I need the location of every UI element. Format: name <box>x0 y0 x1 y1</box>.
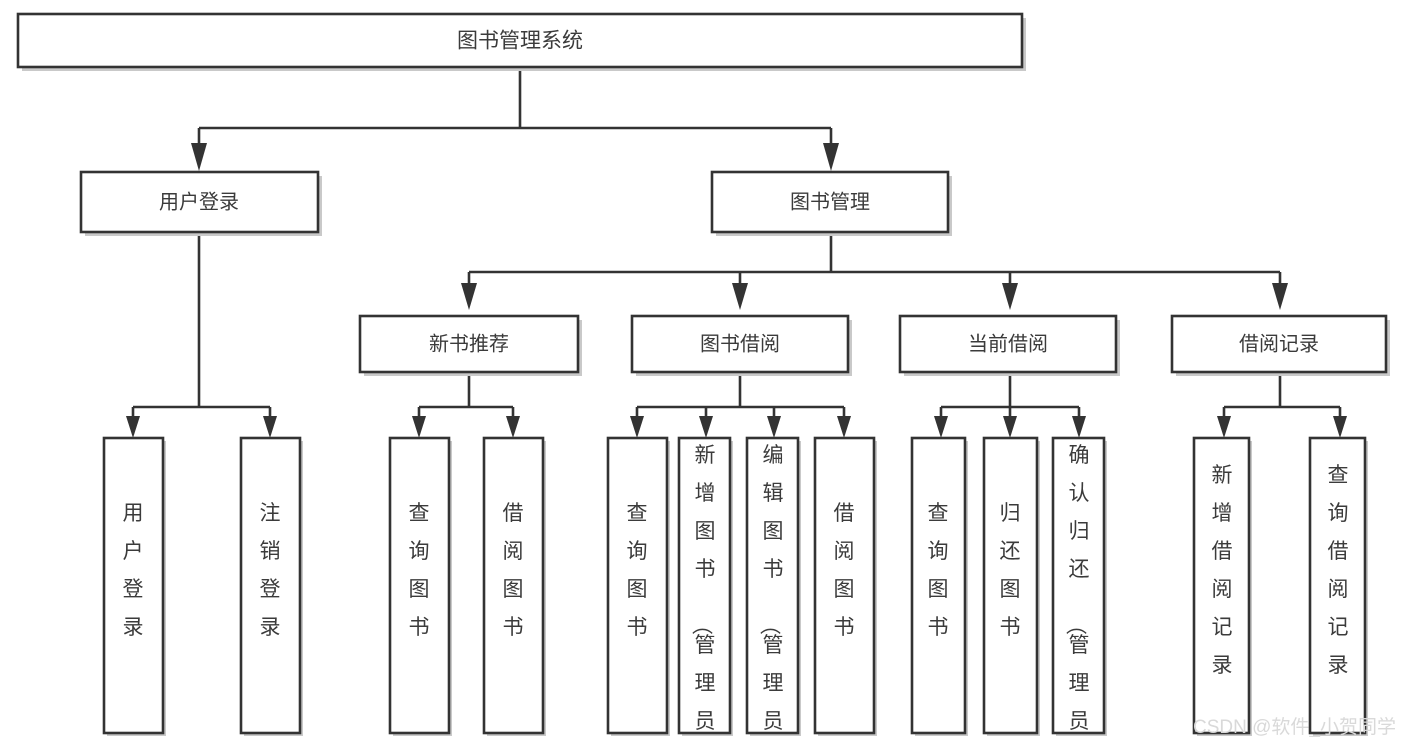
node-leaf-current-query[interactable]: 查询图书 <box>910 436 968 736</box>
node-leaf-newbook-query[interactable]: 查询图书 <box>388 436 452 736</box>
node-leaf-logout-box[interactable] <box>239 436 302 735</box>
node-level2-current-borrow-box[interactable] <box>898 314 1118 374</box>
arrowhead-book-mgmt-to-borrow <box>732 283 748 310</box>
node-leaf-current-query-label: 查询图书 <box>928 502 949 639</box>
node-leaf-current-query-box[interactable] <box>910 436 967 735</box>
arrowhead-root-to-user-login <box>191 143 207 171</box>
node-leaf-borrow-query-label: 查询图书 <box>627 502 648 639</box>
arrowhead-current-leaf-1 <box>934 416 948 438</box>
node-level2-borrow-records[interactable]: 借阅记录 <box>1170 314 1390 376</box>
node-leaf-newbook-query-label: 查询图书 <box>409 502 430 639</box>
node-level1-user-login-box[interactable] <box>79 170 320 234</box>
node-leaf-logout-label: 注销登录 <box>260 502 281 639</box>
node-leaf-newbook-borrow-label: 借阅图书 <box>503 502 524 639</box>
arrowhead-book-mgmt-to-current <box>1002 283 1018 310</box>
arrowhead-book-mgmt-to-newbook <box>461 283 477 310</box>
node-leaf-query-record-label: 查询借阅记录 <box>1328 464 1349 677</box>
node-level2-new-book-recommend[interactable]: 新书推荐 <box>358 314 582 376</box>
node-level1-book-mgmt[interactable]: 图书管理 <box>710 170 952 236</box>
node-leaf-add-record[interactable]: 新增借阅记录 <box>1192 436 1252 736</box>
arrowhead-borrow-leaf-2 <box>699 416 713 438</box>
node-level2-book-borrow-box[interactable] <box>630 314 850 374</box>
arrowhead-borrow-leaf-4 <box>837 416 851 438</box>
node-leaf-borrow-book[interactable]: 借阅图书 <box>813 436 877 736</box>
node-leaf-newbook-borrow-box[interactable] <box>482 436 545 735</box>
node-leaf-user-login-label: 用户登录 <box>123 502 144 639</box>
node-leaf-newbook-query-box[interactable] <box>388 436 451 735</box>
node-leaf-add-book-label: 新增图书（管理员） <box>690 444 716 747</box>
node-leaf-edit-book-box[interactable] <box>745 436 800 735</box>
node-level2-borrow-records-label: 借阅记录 <box>1239 332 1319 355</box>
node-level2-current-borrow-label: 当前借阅 <box>968 332 1048 355</box>
node-leaf-add-book[interactable]: 新增图书（管理员） <box>677 436 733 747</box>
node-root-label: 图书管理系统 <box>457 30 583 53</box>
node-leaf-query-record[interactable]: 查询借阅记录 <box>1308 436 1368 736</box>
node-root[interactable]: 图书管理系统 <box>16 12 1026 71</box>
node-level2-new-book-recommend-box[interactable] <box>358 314 580 374</box>
node-leaf-user-login-box[interactable] <box>102 436 165 735</box>
node-level2-new-book-recommend-label: 新书推荐 <box>429 332 509 355</box>
node-level2-borrow-records-box[interactable] <box>1170 314 1388 374</box>
arrowhead-borrow-leaf-3 <box>767 416 781 438</box>
node-level1-user-login-label: 用户登录 <box>159 190 239 213</box>
node-leaf-borrow-book-label: 借阅图书 <box>834 502 855 639</box>
connector-group-book-mgmt <box>461 232 1288 310</box>
arrowhead-user-login-leaf-2 <box>263 416 277 438</box>
node-leaf-query-record-box[interactable] <box>1308 436 1367 735</box>
node-level1-book-mgmt-box[interactable] <box>710 170 950 234</box>
arrowhead-newbook-leaf-2 <box>506 416 520 438</box>
node-leaf-confirm-return[interactable]: 确认归还（管理员） <box>1051 436 1107 747</box>
arrowhead-records-leaf-2 <box>1333 416 1347 438</box>
node-leaf-confirm-return-box[interactable] <box>1051 436 1106 735</box>
node-leaf-user-login[interactable]: 用户登录 <box>102 436 166 736</box>
connector-group-records <box>1217 372 1347 438</box>
node-leaf-add-record-box[interactable] <box>1192 436 1251 735</box>
node-leaf-return-book-label: 归还图书 <box>1000 502 1021 639</box>
node-leaf-add-record-label: 新增借阅记录 <box>1212 464 1233 677</box>
arrowhead-user-login-leaf-1 <box>126 416 140 438</box>
node-leaf-edit-book-label: 编辑图书（管理员） <box>758 444 784 747</box>
arrowhead-records-leaf-1 <box>1217 416 1231 438</box>
arrowhead-current-leaf-3 <box>1072 416 1086 438</box>
node-leaf-borrow-query[interactable]: 查询图书 <box>606 436 670 736</box>
node-leaf-add-book-box[interactable] <box>677 436 732 735</box>
node-leaf-edit-book[interactable]: 编辑图书（管理员） <box>745 436 801 747</box>
node-leaf-return-book[interactable]: 归还图书 <box>982 436 1040 736</box>
arrowhead-current-leaf-2 <box>1003 416 1017 438</box>
node-leaf-confirm-return-label: 确认归还（管理员） <box>1064 444 1090 747</box>
node-leaf-return-book-box[interactable] <box>982 436 1039 735</box>
connector-group-current <box>934 372 1086 438</box>
node-level2-current-borrow[interactable]: 当前借阅 <box>898 314 1120 376</box>
connector-group-newbook <box>412 372 520 438</box>
node-leaf-borrow-book-box[interactable] <box>813 436 876 735</box>
node-leaf-borrow-query-box[interactable] <box>606 436 669 735</box>
node-level1-book-mgmt-label: 图书管理 <box>790 190 870 213</box>
connector-group-borrow <box>630 372 851 438</box>
node-level1-user-login[interactable]: 用户登录 <box>79 170 322 236</box>
node-level2-book-borrow[interactable]: 图书借阅 <box>630 314 852 376</box>
node-leaf-newbook-borrow[interactable]: 借阅图书 <box>482 436 546 736</box>
arrowhead-borrow-leaf-1 <box>630 416 644 438</box>
arrowhead-root-to-book-mgmt <box>823 143 839 171</box>
node-leaf-logout[interactable]: 注销登录 <box>239 436 303 736</box>
node-level2-book-borrow-label: 图书借阅 <box>700 332 780 355</box>
connector-group-root <box>191 67 839 171</box>
connector-group-user-login <box>126 232 277 438</box>
node-root-box[interactable] <box>16 12 1024 69</box>
arrowhead-book-mgmt-to-records <box>1272 283 1288 310</box>
arrowhead-newbook-leaf-1 <box>412 416 426 438</box>
